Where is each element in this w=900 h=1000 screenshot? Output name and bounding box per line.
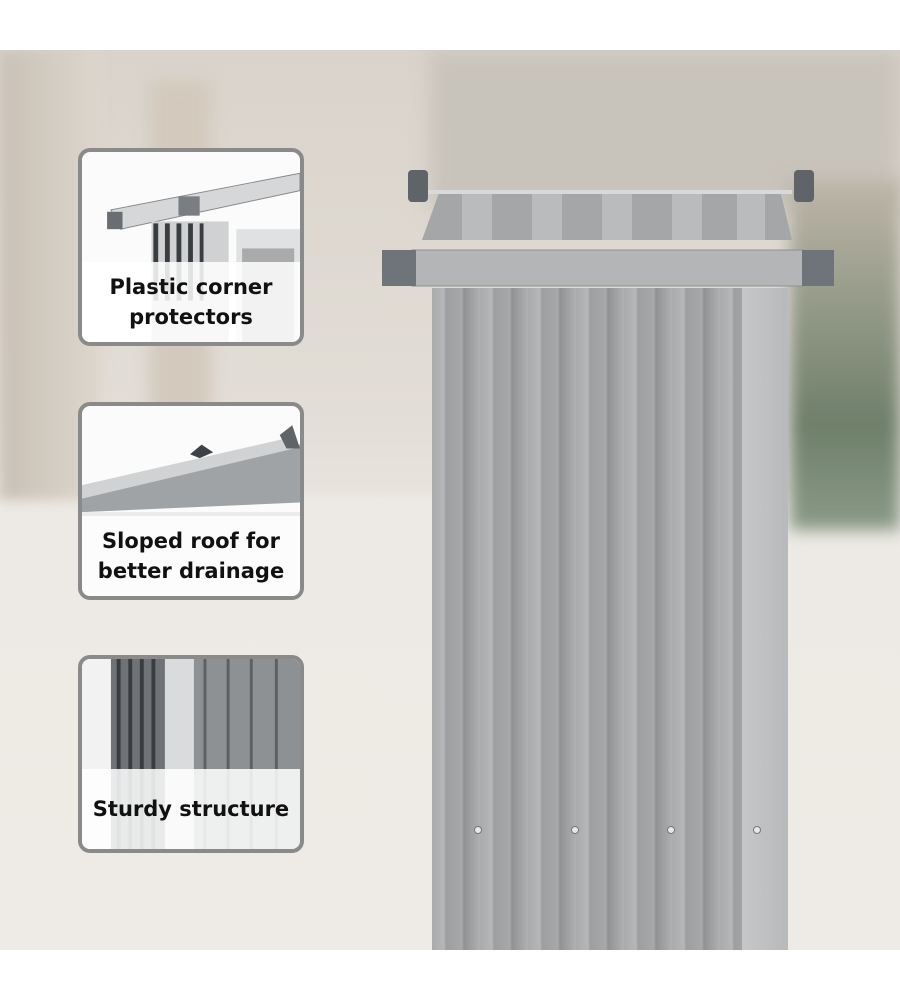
callout-label: Sloped roof for better drainage — [82, 516, 300, 596]
shed-roof — [382, 170, 834, 287]
rivet — [667, 826, 675, 834]
corner-protector — [382, 250, 416, 286]
callout-label: Sturdy structure — [82, 769, 300, 849]
corner-protector — [802, 250, 834, 286]
callout-sloped-roof: Sloped roof for better drainage — [78, 402, 304, 600]
rivet — [753, 826, 761, 834]
callout-label: Plastic corner protectors — [82, 262, 300, 342]
rivet — [571, 826, 579, 834]
shed-front-panel — [432, 288, 788, 950]
callout-sturdy-structure: Sturdy structure — [78, 655, 304, 853]
callout-corner-protectors: Plastic corner protectors — [78, 148, 304, 346]
shed-side-panel — [742, 288, 788, 950]
background-plants — [790, 180, 900, 530]
rivet — [474, 826, 482, 834]
product-photo — [0, 50, 900, 950]
